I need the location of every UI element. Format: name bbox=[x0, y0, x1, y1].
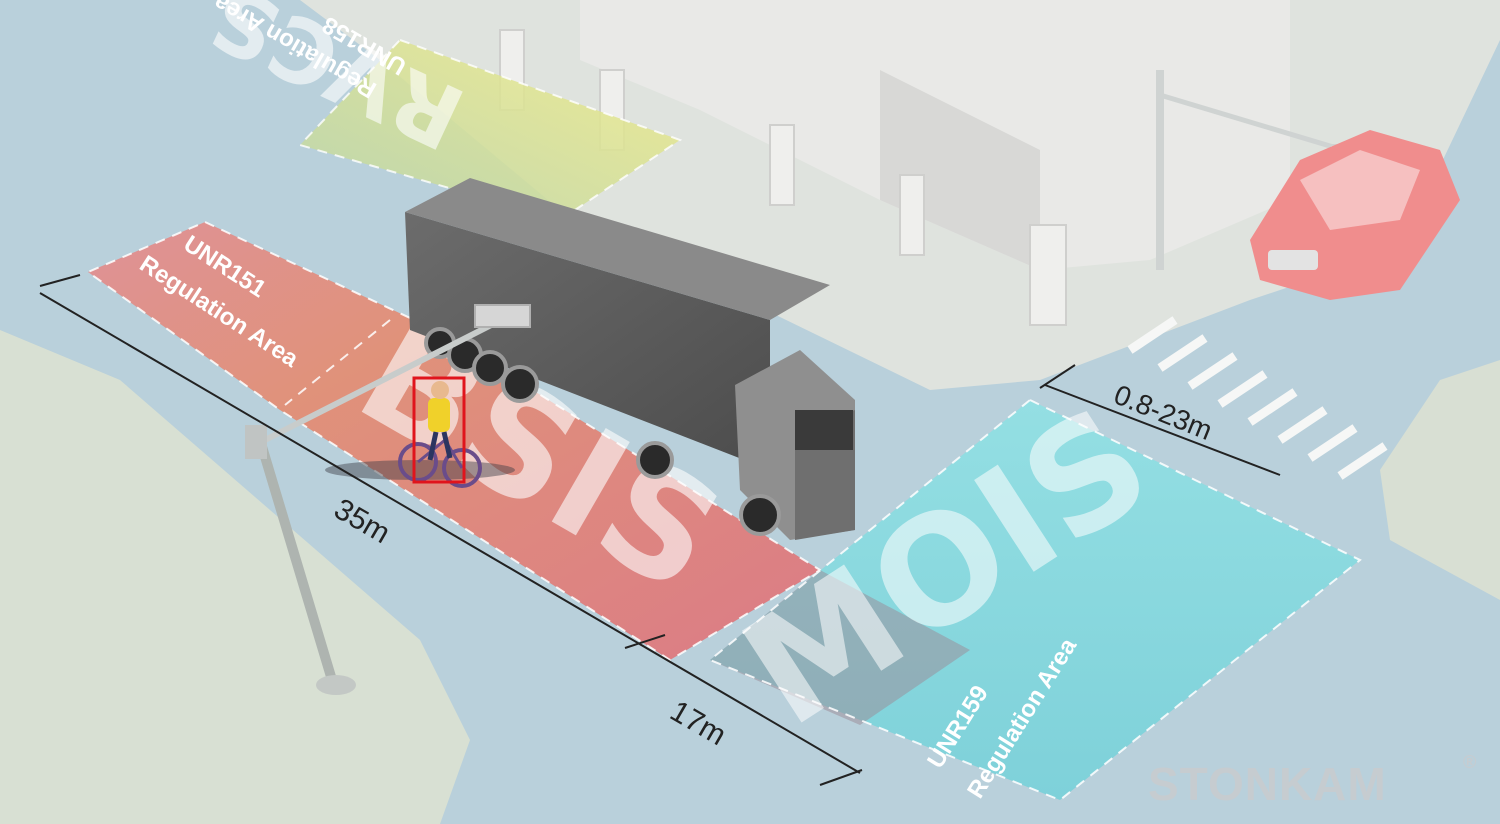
truck-wheels bbox=[424, 327, 781, 536]
cyclist bbox=[325, 376, 515, 488]
mois-length-label: 17m bbox=[665, 694, 732, 752]
sidewalk-left bbox=[0, 330, 470, 824]
brand-logo: STONKAM bbox=[1148, 758, 1387, 810]
mois-range-label: 0.8-23m bbox=[1110, 379, 1217, 446]
brand-registered-mark: ® bbox=[1463, 752, 1477, 772]
traffic-pole-left bbox=[245, 304, 531, 695]
sidewalk-right bbox=[1380, 360, 1500, 600]
truck-trailer-side bbox=[405, 212, 770, 470]
truck-trailer-roof bbox=[405, 178, 830, 320]
red-car bbox=[1250, 130, 1460, 300]
rvcs-zone: RVCS UNR158 Regulation Area bbox=[195, 0, 683, 222]
crosswalk bbox=[1127, 316, 1388, 480]
building-shade bbox=[880, 70, 1040, 270]
dimension-lines bbox=[39, 274, 1281, 786]
detection-box bbox=[412, 376, 466, 484]
truck bbox=[405, 178, 855, 540]
bsis-length-label: 35m bbox=[329, 492, 396, 550]
truck-windshield bbox=[795, 410, 853, 450]
